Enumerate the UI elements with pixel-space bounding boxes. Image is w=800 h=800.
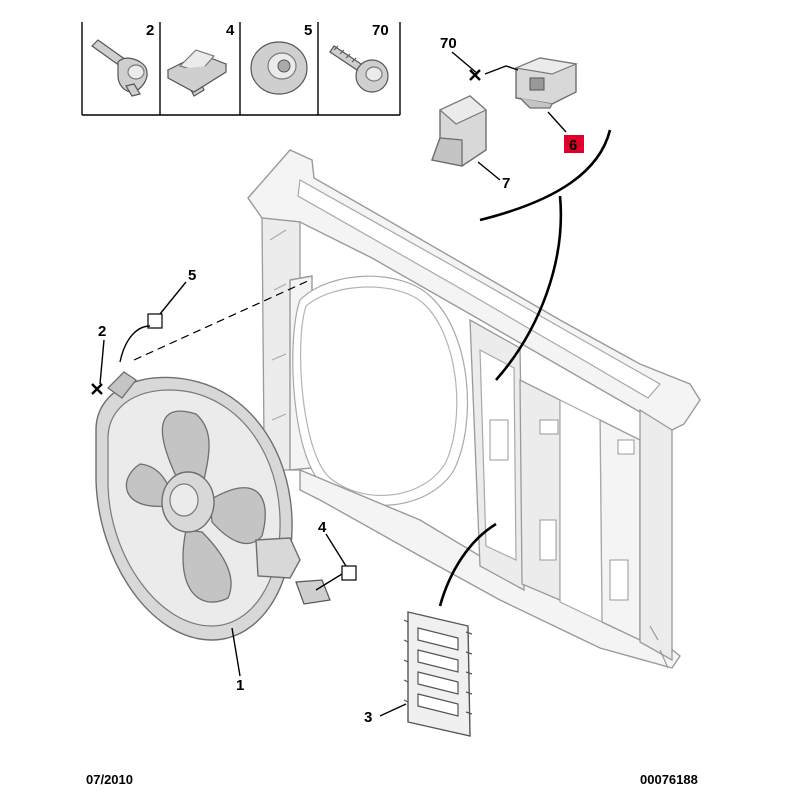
callout-4: 4 [318, 519, 327, 536]
header-ref-4: 4 [226, 22, 235, 39]
callout-1: 1 [236, 677, 244, 694]
part-6-connector [513, 57, 579, 109]
callout-box-4 [341, 565, 357, 581]
part-3-grille [403, 611, 473, 737]
callout-2: 2 [98, 323, 106, 340]
grommet-icon [250, 41, 308, 95]
callout-6: 6 [569, 137, 577, 154]
callout-lines [91, 51, 612, 717]
header-ref-70: 70 [372, 22, 389, 39]
clip-icon [166, 49, 228, 97]
callout-70: 70 [440, 35, 457, 52]
callout-5: 5 [188, 267, 196, 284]
screw-icon [329, 45, 389, 93]
callout-box-5 [147, 313, 163, 329]
footer-code: 00076188 [640, 772, 698, 787]
fan-blade [182, 529, 232, 603]
x-marker-icon [91, 383, 103, 395]
x-marker-icon [469, 69, 481, 81]
callout-3: 3 [364, 709, 372, 726]
callout-7: 7 [502, 175, 510, 192]
part-7-bracket [431, 95, 488, 167]
parts-header-table: 2 4 5 70 [81, 22, 401, 116]
fan-blade [161, 410, 210, 481]
front-end-frame [247, 149, 701, 669]
callout-6-highlight [564, 135, 584, 153]
fan-blade [209, 487, 266, 545]
footer-date: 07/2010 [86, 772, 133, 787]
header-ref-2: 2 [146, 22, 154, 39]
header-ref-5: 5 [304, 22, 312, 39]
bolt-icon [91, 39, 148, 97]
cooling-fan-assembly [95, 371, 331, 641]
